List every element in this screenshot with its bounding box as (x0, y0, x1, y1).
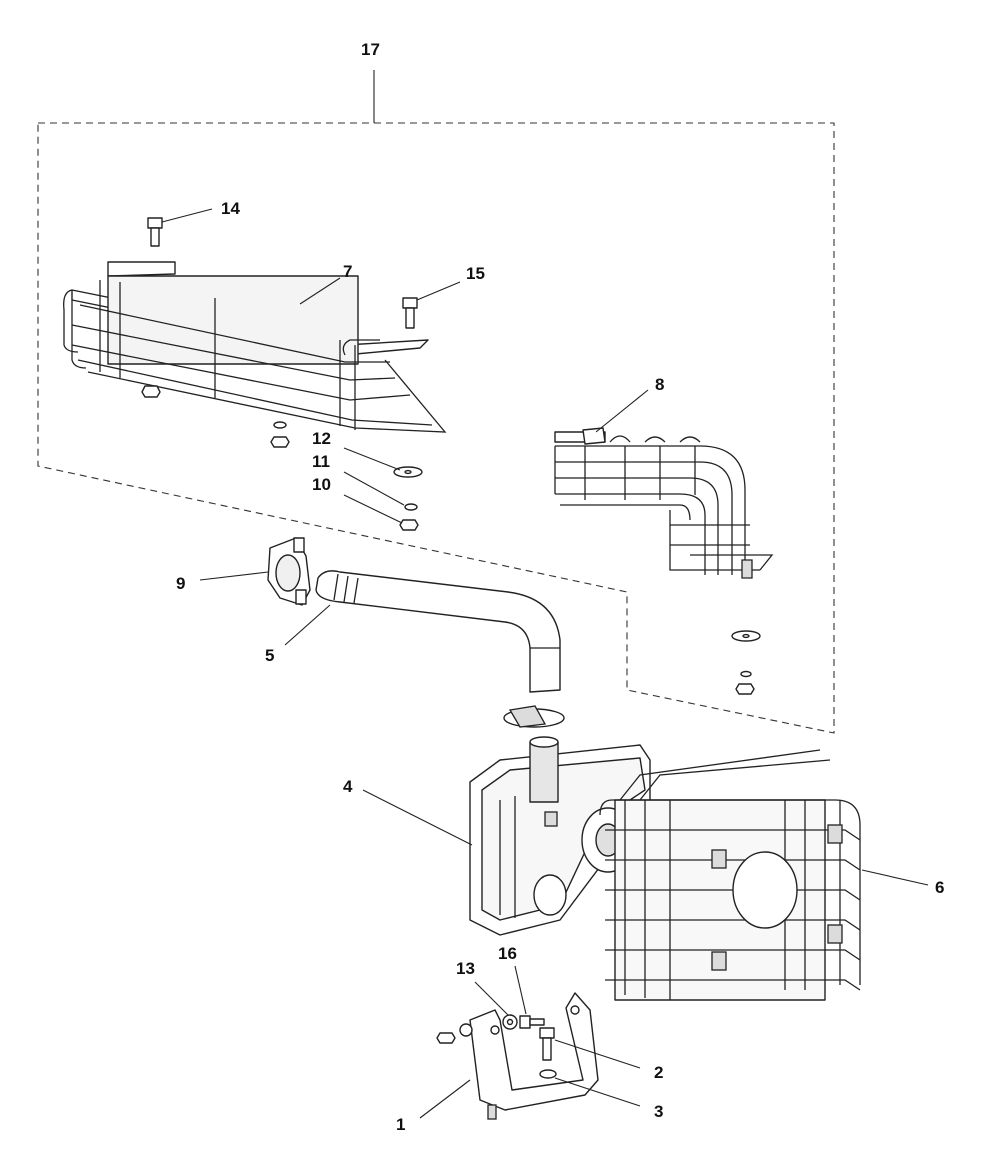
bracket-part-1 (469, 992, 599, 1120)
pipe-clamp (503, 705, 565, 728)
callout-14: 14 (221, 199, 240, 218)
washer-left (273, 421, 287, 429)
corner-wire-guard-part-8 (554, 427, 774, 579)
nut-left-2 (270, 436, 290, 448)
clamp-part-9 (267, 537, 311, 606)
bolt-part-2 (539, 1027, 555, 1061)
callout-11: 11 (312, 452, 330, 471)
bolt-part-14 (147, 217, 163, 247)
callout-3: 3 (654, 1102, 663, 1121)
lock-washer-part-11 (404, 503, 418, 511)
upper-wire-guard-part-7 (63, 261, 447, 433)
bolt-part-16 (519, 1015, 545, 1029)
callout-17: 17 (361, 40, 380, 59)
callout-2: 2 (654, 1063, 663, 1082)
callout-6: 6 (935, 878, 944, 897)
nut-left (141, 385, 161, 398)
nut-part-10 (399, 519, 419, 531)
nut-bracket-left (436, 1032, 456, 1044)
callout-8: 8 (655, 375, 664, 394)
callout-5: 5 (265, 646, 274, 665)
callout-13: 13 (456, 959, 475, 978)
washer-right (731, 630, 761, 642)
bolt-part-15 (402, 297, 418, 329)
washer-bracket-left (459, 1023, 473, 1037)
nut-right (735, 683, 755, 695)
kit-boundary-17 (37, 70, 835, 734)
callout-16: 16 (498, 944, 517, 963)
exhaust-pipe-part-5 (315, 570, 561, 693)
flat-washer-part-12 (393, 466, 423, 478)
callout-12: 12 (312, 429, 331, 448)
callout-9: 9 (176, 574, 185, 593)
callout-15: 15 (466, 264, 485, 283)
callout-1: 1 (396, 1115, 405, 1134)
callout-7: 7 (343, 262, 352, 281)
nut-part-3 (539, 1069, 557, 1079)
lock-washer-right (740, 670, 752, 678)
wire-cage-part-6 (599, 749, 861, 1001)
callout-10: 10 (312, 475, 331, 494)
washer-part-13 (502, 1014, 518, 1030)
callout-4: 4 (343, 777, 353, 796)
